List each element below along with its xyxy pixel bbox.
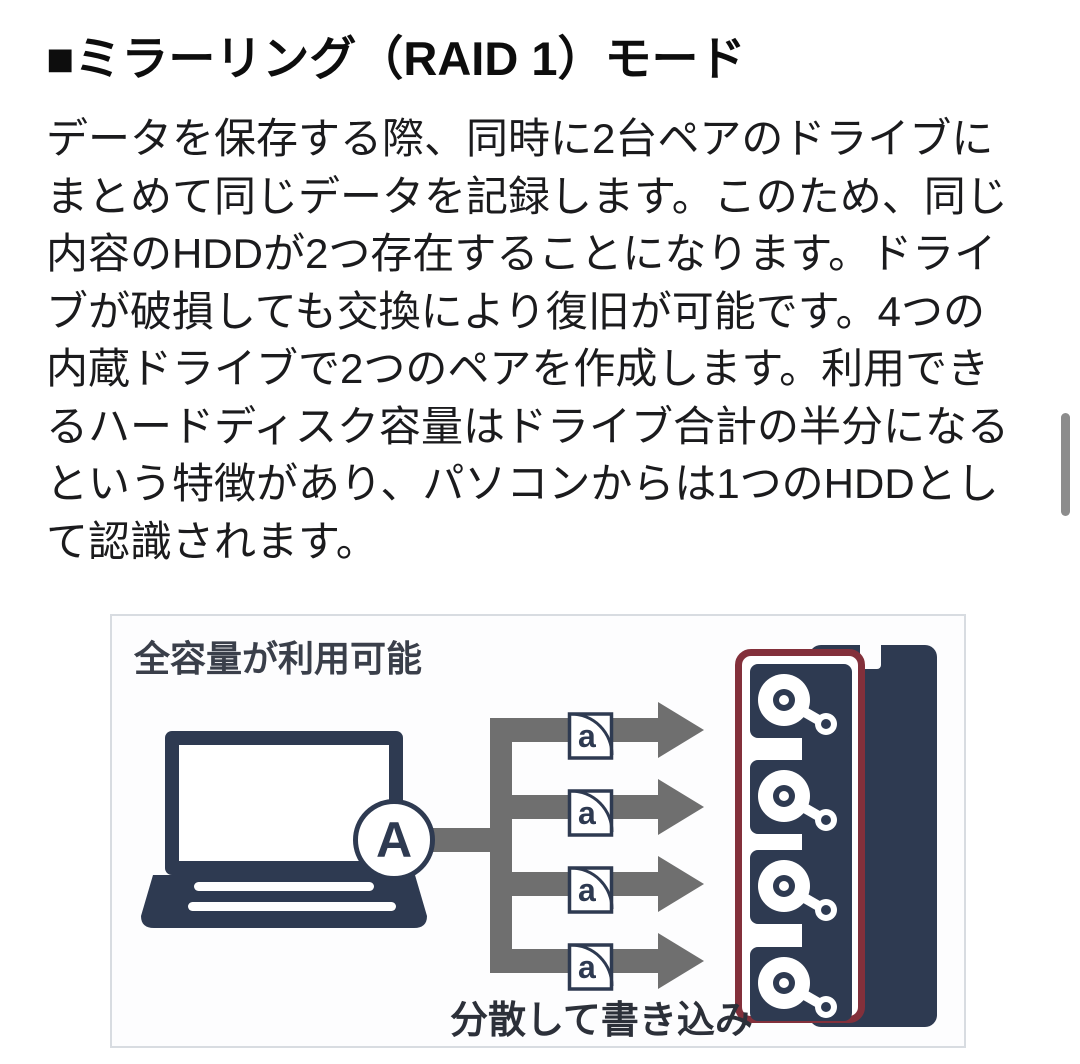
body-line: まとめて同じデータを記録します。このため、同じ: [46, 172, 1008, 220]
write-arrow-head: [658, 856, 704, 912]
diagram-caption-bottom: 分散して書き込み: [450, 1000, 753, 1042]
data-source-badge: A: [353, 799, 435, 881]
body-line: て認識されます。: [46, 517, 378, 565]
chunk-letter: a: [578, 949, 596, 985]
diagram-caption-top: 全容量が利用可能: [134, 638, 423, 679]
page-title: ■ミラーリング（RAID 1）モード: [46, 32, 746, 85]
body-line: データを保存する際、同時に2台ペアのドライブに: [46, 115, 994, 162]
hdd-icon: [750, 947, 852, 1021]
body-line: るハードディスク容量はドライブ合計の半分になる: [46, 402, 1010, 450]
body-paragraph: データを保存する際、同時に2台ペアのドライブに まとめて同じデータを記録します。…: [46, 110, 1048, 570]
write-arrow-head: [658, 933, 704, 989]
hdd-icon: [750, 664, 852, 738]
raid-diagram: 全容量が利用可能 A a a: [110, 614, 966, 1048]
data-chunk-tag: a: [567, 712, 614, 760]
body-line: ブが破損しても交換により復旧が可能です。4つの: [46, 287, 985, 335]
chunk-letter: a: [578, 795, 596, 831]
body-line: 内蔵ドライブで2つのペアを作成します。利用でき: [46, 345, 990, 392]
hdd-icon: [750, 760, 852, 834]
chunk-letter: a: [578, 872, 596, 908]
split-trunk: [490, 718, 512, 973]
scrollbar-thumb[interactable]: [1061, 413, 1070, 516]
body-line: 内容のHDDが2つ存在することになります。ドライ: [46, 230, 997, 277]
hdd-icon: [750, 850, 852, 924]
data-chunk-tag: a: [567, 789, 614, 837]
chunk-letter: a: [578, 718, 596, 754]
write-arrow-head: [658, 779, 704, 835]
data-chunk-tag: a: [567, 866, 614, 914]
write-arrow-head: [658, 702, 704, 758]
data-chunk-tag: a: [567, 943, 614, 991]
enclosure-notch: [860, 645, 881, 669]
body-line: という特徴があり、パソコンからは1つのHDDとし: [46, 460, 999, 507]
